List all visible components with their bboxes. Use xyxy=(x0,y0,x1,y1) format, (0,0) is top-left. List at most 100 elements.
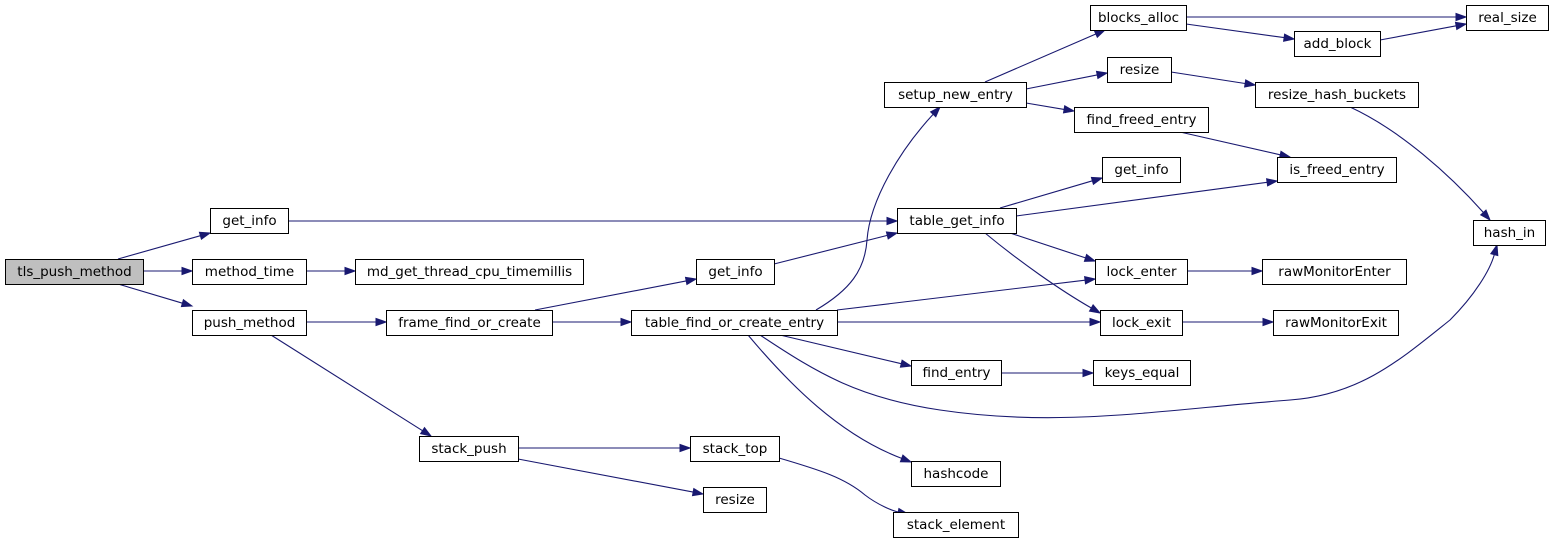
node-find_freed_entry[interactable]: find_freed_entry xyxy=(1074,107,1209,133)
node-rawMonitorExit[interactable]: rawMonitorExit xyxy=(1273,310,1399,336)
node-real_size[interactable]: real_size xyxy=(1466,5,1549,31)
node-box[interactable] xyxy=(1095,259,1188,285)
node-box[interactable] xyxy=(703,487,767,513)
node-box[interactable] xyxy=(5,259,144,285)
edge-frame_find_or_create-to-table_find_or_create_entry xyxy=(552,317,633,327)
arrowhead-icon xyxy=(1062,105,1076,114)
node-label: stack_element xyxy=(907,517,1005,533)
edge-stack_push-to-resize_a xyxy=(517,458,705,497)
arrowhead-icon xyxy=(181,266,194,276)
node-box[interactable] xyxy=(1262,259,1407,285)
edge-find_entry-to-keys_equal xyxy=(1001,368,1095,378)
arrowhead-icon xyxy=(198,231,212,241)
node-box[interactable] xyxy=(893,512,1019,538)
edge-resize_hash_buckets-to-hash_in xyxy=(1349,106,1491,222)
edges-layer xyxy=(117,12,1499,517)
node-tls_push_method[interactable]: tls_push_method xyxy=(5,259,144,285)
node-box[interactable] xyxy=(690,436,780,462)
node-hash_in[interactable]: hash_in xyxy=(1473,220,1546,246)
nodes-layer: tls_push_method get_info method_time md_get… xyxy=(5,5,1549,538)
node-box[interactable] xyxy=(1277,157,1397,183)
node-table_find_or_create_entry[interactable]: table_find_or_create_entry xyxy=(631,310,838,336)
node-label: md_get_thread_cpu_timemillis xyxy=(367,264,572,280)
node-resize_b[interactable]: resize xyxy=(1107,57,1172,83)
node-box[interactable] xyxy=(1273,310,1399,336)
node-keys_equal[interactable]: keys_equal xyxy=(1093,360,1191,386)
node-box[interactable] xyxy=(1093,360,1191,386)
arrowhead-icon xyxy=(1084,275,1097,285)
node-box[interactable] xyxy=(884,82,1027,108)
node-label: rawMonitorExit xyxy=(1285,315,1387,331)
node-get_info_c[interactable]: get_info xyxy=(1102,157,1181,183)
edge-table_find_or_create_entry-to-find_entry xyxy=(779,334,913,368)
edge-table_find_or_create_entry-to-hash_in xyxy=(759,243,1499,419)
node-box[interactable] xyxy=(1100,310,1183,336)
node-box[interactable] xyxy=(1466,5,1549,31)
arrowhead-icon xyxy=(1283,33,1296,42)
node-setup_new_entry[interactable]: setup_new_entry xyxy=(884,82,1027,108)
node-label: get_info xyxy=(708,264,762,280)
node-lock_enter[interactable]: lock_enter xyxy=(1095,259,1188,285)
node-box[interactable] xyxy=(631,310,838,336)
node-find_entry[interactable]: find_entry xyxy=(911,360,1002,386)
node-resize_a[interactable]: resize xyxy=(703,487,767,513)
edge-blocks_alloc-to-real_size xyxy=(1186,12,1468,22)
node-label: resize xyxy=(1120,62,1160,78)
arrowhead-icon xyxy=(929,105,942,118)
node-stack_element[interactable]: stack_element xyxy=(893,512,1019,538)
node-box[interactable] xyxy=(1473,220,1546,246)
node-label: find_entry xyxy=(922,365,990,381)
node-box[interactable] xyxy=(1107,57,1172,83)
edge-table_get_info-to-lock_exit xyxy=(984,232,1102,314)
node-stack_push[interactable]: stack_push xyxy=(419,436,519,462)
node-label: find_freed_entry xyxy=(1086,112,1196,128)
arrowhead-icon xyxy=(344,266,357,276)
node-resize_hash_buckets[interactable]: resize_hash_buckets xyxy=(1255,82,1419,108)
node-label: resize xyxy=(715,492,755,508)
arrowhead-icon xyxy=(1095,70,1109,80)
node-box[interactable] xyxy=(192,310,307,336)
edge-stack_push-to-stack_top xyxy=(518,443,692,453)
arrowhead-icon xyxy=(1262,317,1275,327)
node-label: tls_push_method xyxy=(17,264,131,280)
node-box[interactable] xyxy=(355,259,584,285)
node-add_block[interactable]: add_block xyxy=(1294,31,1381,57)
node-lock_exit[interactable]: lock_exit xyxy=(1100,310,1183,336)
node-hashcode[interactable]: hashcode xyxy=(911,461,1001,487)
node-box[interactable] xyxy=(911,461,1001,487)
node-table_get_info[interactable]: table_get_info xyxy=(897,208,1017,234)
node-box[interactable] xyxy=(897,208,1017,234)
node-rawMonitorEnter[interactable]: rawMonitorEnter xyxy=(1262,259,1407,285)
arrowhead-icon xyxy=(1266,178,1279,187)
arrowhead-icon xyxy=(1090,176,1104,186)
node-box[interactable] xyxy=(1294,31,1381,57)
node-label: setup_new_entry xyxy=(898,87,1013,103)
edge-get_info_a-to-table_get_info xyxy=(288,216,899,226)
node-blocks_alloc[interactable]: blocks_alloc xyxy=(1090,5,1187,31)
node-label: get_info xyxy=(1114,162,1168,178)
node-box[interactable] xyxy=(1074,107,1209,133)
node-get_info_b[interactable]: get_info xyxy=(696,259,775,285)
node-box[interactable] xyxy=(419,436,519,462)
node-push_method[interactable]: push_method xyxy=(192,310,307,336)
edge-push_method-to-stack_push xyxy=(270,334,433,437)
node-box[interactable] xyxy=(1255,82,1419,108)
node-box[interactable] xyxy=(911,360,1002,386)
node-is_freed_entry[interactable]: is_freed_entry xyxy=(1277,157,1397,183)
node-label: is_freed_entry xyxy=(1289,162,1384,178)
node-get_info_a[interactable]: get_info xyxy=(210,208,289,234)
node-box[interactable] xyxy=(696,259,775,285)
arrowhead-icon xyxy=(180,298,194,308)
node-md_get_thread_cpu_timemillis[interactable]: md_get_thread_cpu_timemillis xyxy=(355,259,584,285)
node-box[interactable] xyxy=(1090,5,1187,31)
node-box[interactable] xyxy=(386,310,553,336)
node-frame_find_or_create[interactable]: frame_find_or_create xyxy=(386,310,553,336)
node-method_time[interactable]: method_time xyxy=(192,259,307,285)
edge-method_time-to-md_get_thread_cpu_timemillis xyxy=(306,266,357,276)
arrowhead-icon xyxy=(1093,29,1107,39)
node-box[interactable] xyxy=(192,259,307,285)
node-box[interactable] xyxy=(1102,157,1181,183)
node-box[interactable] xyxy=(210,208,289,234)
node-label: table_find_or_create_entry xyxy=(645,315,824,331)
node-stack_top[interactable]: stack_top xyxy=(690,436,780,462)
